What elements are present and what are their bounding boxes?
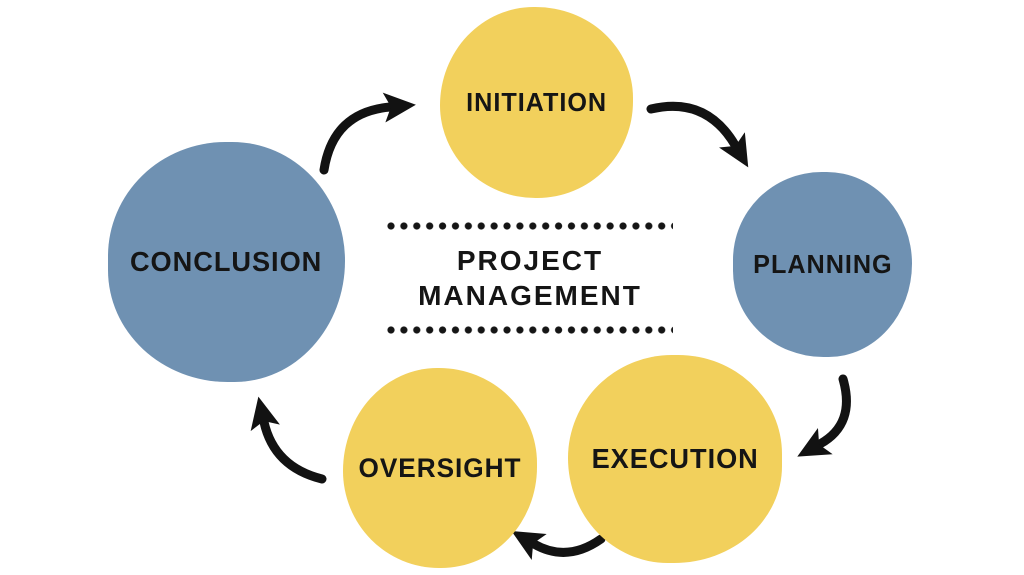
stage-label-oversight: OVERSIGHT [358,452,522,483]
diagram-title-line2: MANAGEMENT [418,280,642,311]
stage-circle-oversight: OVERSIGHT [343,368,537,568]
arrow-execution-to-oversight [511,531,606,560]
stage-label-execution: EXECUTION [591,443,759,474]
stage-label-initiation: INITIATION [466,87,607,117]
arrow-planning-to-execution [797,374,851,457]
dotted-divider-bottom [387,326,673,334]
arrow-conclusion-to-initiation [319,92,416,175]
stage-circle-conclusion: CONCLUSION [108,142,345,382]
stage-label-planning: PLANNING [752,249,893,279]
stage-label-conclusion: CONCLUSION [130,246,323,277]
stage-circle-initiation: INITIATION [440,7,633,198]
diagram-title-line1: PROJECT [456,245,604,276]
arrow-initiation-to-planning [646,101,749,168]
dotted-divider-top [387,222,673,230]
center-title-block: PROJECT MANAGEMENT [380,222,680,334]
stage-circle-execution: EXECUTION [568,355,782,563]
arrow-oversight-to-conclusion [250,396,327,484]
stage-circle-planning: PLANNING [733,172,912,357]
diagram-title: PROJECT MANAGEMENT [380,243,680,313]
